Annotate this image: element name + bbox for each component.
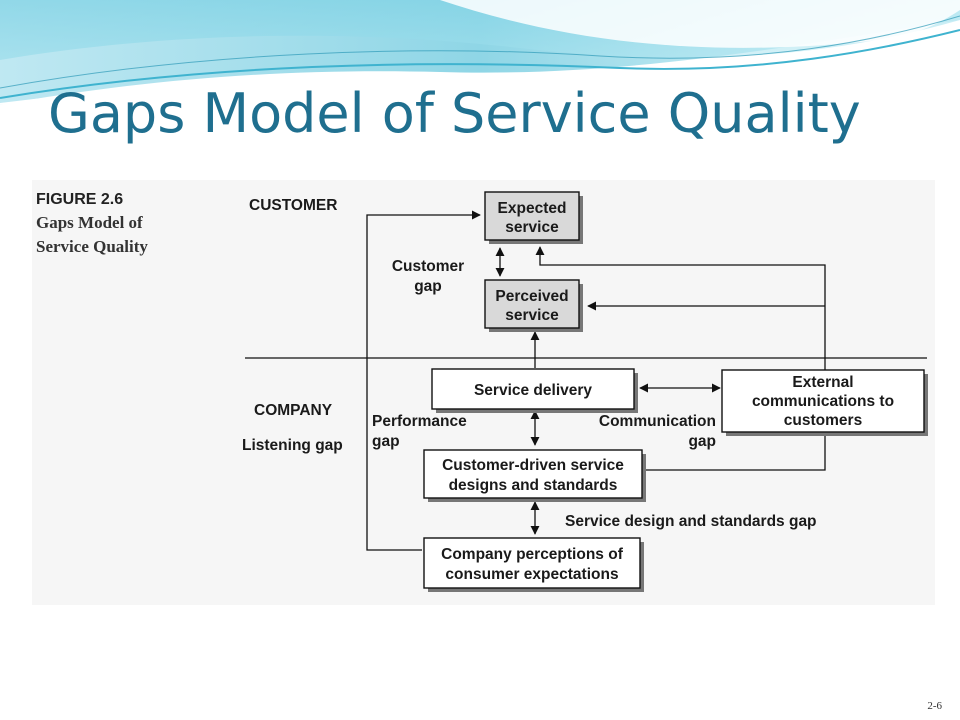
- performance-gap-line-2: gap: [372, 433, 400, 450]
- perceived-service-line-2: service: [505, 307, 559, 324]
- external-to-expected-arrow: [535, 246, 826, 370]
- figure-caption-line-2: Service Quality: [36, 237, 148, 256]
- company-perceptions-line-2: consumer expectations: [445, 566, 618, 583]
- company-perceptions-line-1: Company perceptions of: [441, 546, 624, 563]
- external-to-designs-line: [645, 434, 826, 471]
- communication-gap-line-1: Communication: [599, 413, 716, 430]
- customer-gap-line-2: gap: [414, 278, 442, 295]
- service-delivery-label: Service delivery: [474, 382, 592, 399]
- company-section-label: COMPANY: [254, 402, 333, 419]
- figure-caption-line-1: Gaps Model of: [36, 213, 143, 232]
- header-wave-banner: [0, 0, 960, 105]
- communication-gap-line-2: gap: [688, 433, 716, 450]
- perceived-service-line-1: Perceived: [495, 288, 568, 305]
- figure-panel: FIGURE 2.6 Gaps Model of Service Quality…: [32, 180, 935, 605]
- figure-label: FIGURE 2.6: [36, 191, 123, 208]
- customer-gap-line-1: Customer: [392, 258, 464, 275]
- customer-section-label: CUSTOMER: [249, 197, 337, 214]
- listening-loop-arrow: [366, 210, 481, 551]
- expected-service-line-2: service: [505, 219, 559, 236]
- external-communications-line-3: customers: [784, 412, 862, 429]
- service-delivery-box: Service delivery: [431, 368, 638, 413]
- company-perceptions-box: Company perceptions of consumer expectat…: [423, 537, 644, 592]
- gaps-model-diagram: FIGURE 2.6 Gaps Model of Service Quality…: [36, 191, 928, 592]
- external-communications-line-2: communications to: [752, 393, 894, 410]
- perceived-service-box: Perceived service: [484, 279, 583, 332]
- external-communications-line-1: External: [792, 374, 853, 391]
- expected-service-line-1: Expected: [498, 200, 567, 217]
- listening-gap-label: Listening gap: [242, 437, 343, 454]
- customer-driven-designs-box: Customer-driven service designs and stan…: [423, 449, 646, 502]
- customer-driven-designs-line-2: designs and standards: [449, 477, 618, 494]
- customer-driven-designs-line-1: Customer-driven service: [442, 457, 624, 474]
- slide-title: Gaps Model of Service Quality: [48, 82, 861, 145]
- service-design-gap-label: Service design and standards gap: [565, 513, 817, 530]
- performance-gap-line-1: Performance: [372, 413, 467, 430]
- expected-service-box: Expected service: [484, 191, 583, 244]
- external-communications-box: External communications to customers: [721, 369, 928, 436]
- slide-number: 2-6: [927, 700, 942, 712]
